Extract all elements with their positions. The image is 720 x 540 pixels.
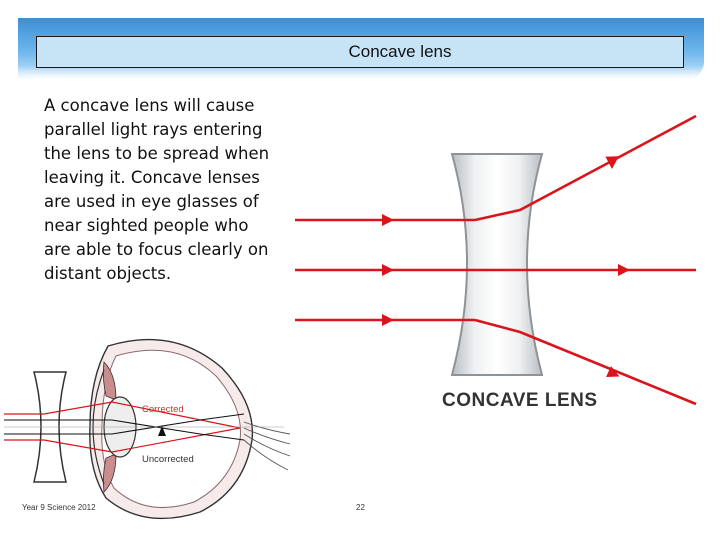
- concave-lens-shape: [450, 153, 544, 376]
- ray-arrow-icon: [382, 214, 394, 226]
- arrow-up-icon: [158, 426, 166, 436]
- ray-arrow-icon: [382, 264, 394, 276]
- slide-body-text: A concave lens will cause parallel light…: [44, 96, 270, 283]
- corrected-rays: [4, 401, 241, 453]
- slide-title-box: Concave lens: [36, 36, 684, 68]
- ray-arrow-icon: [606, 366, 620, 378]
- eye-correction-diagram: [4, 338, 291, 520]
- concave-lens-diagram: [295, 114, 697, 406]
- concave-lens-label: CONCAVE LENS: [442, 390, 598, 411]
- uncorrected-label: Uncorrected: [142, 454, 194, 465]
- footer-page-number: 22: [356, 503, 365, 512]
- corrected-label: Corrected: [142, 404, 184, 415]
- ray-arrow-icon: [605, 156, 619, 169]
- ray-arrow-icon: [618, 264, 630, 276]
- optic-nerve: [243, 421, 291, 471]
- ray-arrow-icon: [382, 314, 394, 326]
- slide-title: Concave lens: [348, 42, 452, 61]
- footer-course-label: Year 9 Science 2012: [22, 503, 96, 512]
